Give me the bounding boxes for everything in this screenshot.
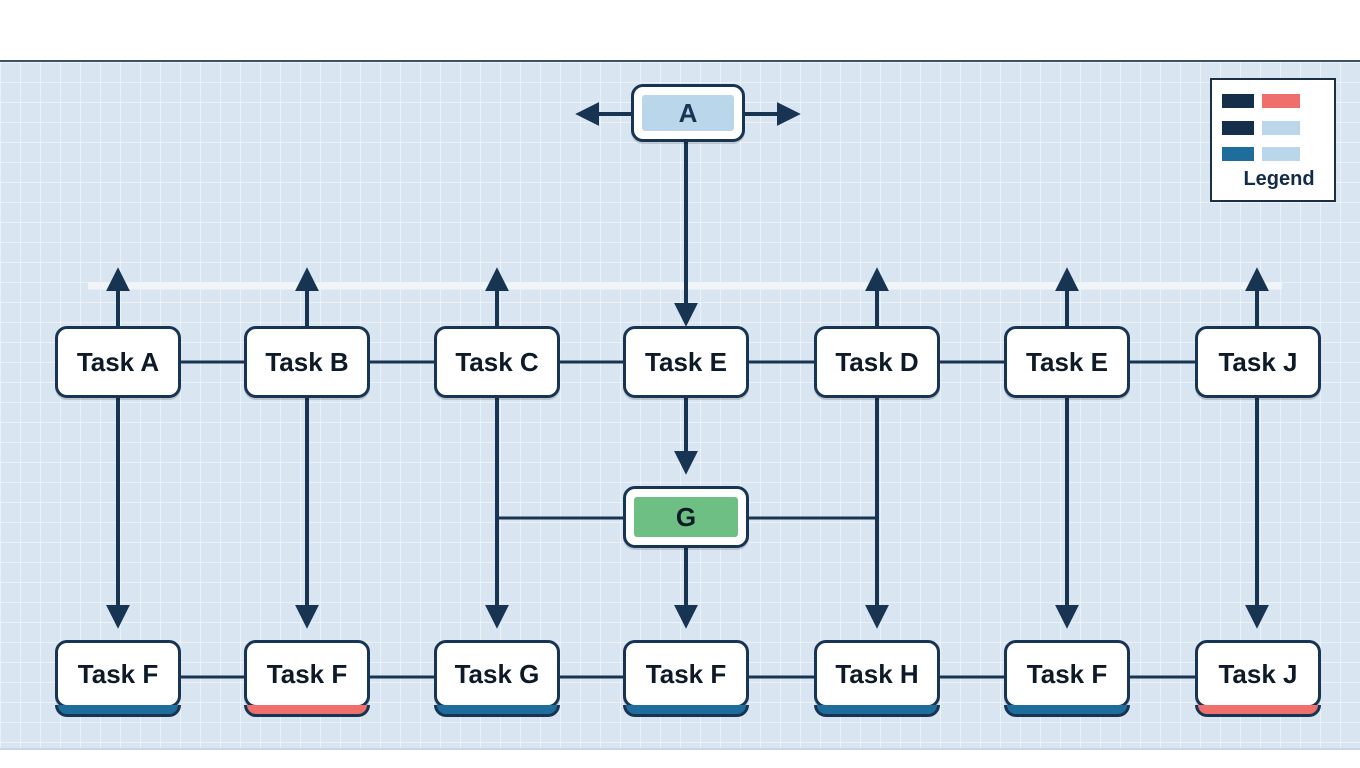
bottom-node-label: Task F	[1026, 658, 1108, 689]
center-node-fill	[634, 497, 738, 537]
bottom-node-label: Task G	[454, 658, 540, 689]
root-node-label: A	[678, 97, 698, 128]
legend-swatch	[1222, 94, 1254, 108]
bottom-node-label: Task H	[835, 658, 919, 689]
bottom-node-accent	[1195, 705, 1321, 717]
bottom-node-accent	[434, 705, 560, 717]
legend-swatch	[1262, 94, 1300, 108]
legend-swatch	[1222, 147, 1254, 161]
bottom-node-accent	[244, 705, 370, 717]
bottom-node-label: Task F	[266, 658, 348, 689]
bottom-node-label: Task J	[1218, 658, 1298, 689]
canvas-area	[0, 60, 1360, 750]
top-node-7[interactable]: Task J	[1195, 326, 1321, 398]
top-node-label: Task C	[455, 346, 539, 377]
top-node-5[interactable]: Task D	[814, 326, 940, 398]
bottom-node-accent	[623, 705, 749, 717]
bottom-node-accent	[1004, 705, 1130, 717]
top-node-label: Task E	[1026, 346, 1108, 377]
top-node-label: Task J	[1218, 346, 1298, 377]
bottom-node-5[interactable]: Task H	[814, 640, 940, 717]
bottom-node-accent	[55, 705, 181, 717]
top-node-2[interactable]: Task B	[244, 326, 370, 398]
top-node-label: Task B	[265, 346, 349, 377]
top-node-6[interactable]: Task E	[1004, 326, 1130, 398]
top-node-label: Task E	[645, 346, 727, 377]
top-node-1[interactable]: Task A	[55, 326, 181, 398]
bottom-node-3[interactable]: Task G	[434, 640, 560, 717]
center-node-label: G	[675, 501, 697, 532]
top-node-label: Task D	[835, 346, 919, 377]
legend-swatch	[1262, 121, 1300, 135]
legend-swatch	[1222, 121, 1254, 135]
bottom-node-4[interactable]: Task F	[623, 640, 749, 717]
root-node-fill	[642, 95, 734, 131]
top-node-3[interactable]: Task C	[434, 326, 560, 398]
bottom-node-accent	[814, 705, 940, 717]
bottom-node-6[interactable]: Task F	[1004, 640, 1130, 717]
center-node[interactable]: G	[623, 486, 749, 548]
bottom-node-7[interactable]: Task J	[1195, 640, 1321, 717]
top-node-4[interactable]: Task E	[623, 326, 749, 398]
bottom-node-1[interactable]: Task F	[55, 640, 181, 717]
bottom-node-label: Task F	[77, 658, 159, 689]
bottom-node-2[interactable]: Task F	[244, 640, 370, 717]
legend-box: Legend	[1210, 78, 1336, 202]
top-node-label: Task A	[76, 346, 160, 377]
legend-swatch	[1262, 147, 1300, 161]
legend-title: Legend	[1243, 168, 1315, 190]
root-node[interactable]: A	[631, 84, 745, 142]
bottom-node-label: Task F	[645, 658, 727, 689]
